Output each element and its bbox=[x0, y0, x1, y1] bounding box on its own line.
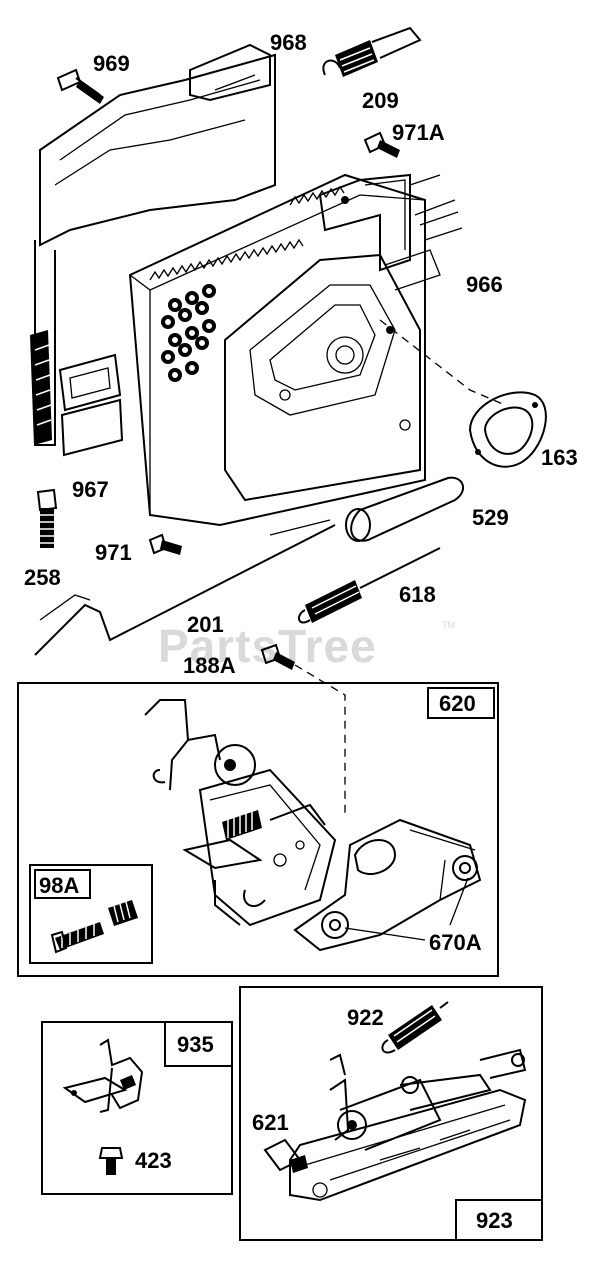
callout-967: 967 bbox=[72, 477, 109, 502]
spring-screw-98A-drawing bbox=[50, 900, 138, 954]
box-620-label: 620 bbox=[439, 691, 476, 716]
box-935-label: 935 bbox=[177, 1032, 214, 1057]
callout-971: 971 bbox=[95, 540, 132, 565]
pipe-529-drawing bbox=[345, 476, 465, 542]
callout-163: 163 bbox=[541, 445, 578, 470]
box-923-label: 923 bbox=[476, 1208, 513, 1233]
callout-529: 529 bbox=[472, 505, 509, 530]
box-620 bbox=[17, 682, 499, 977]
governor-control-620-drawing bbox=[144, 699, 482, 952]
callout-209: 209 bbox=[362, 88, 399, 113]
callout-969: 969 bbox=[93, 51, 130, 76]
callout-968: 968 bbox=[270, 30, 307, 55]
screw-969-drawing bbox=[56, 68, 104, 104]
lever-935-drawing bbox=[62, 1038, 144, 1113]
spring-618-drawing bbox=[298, 547, 441, 624]
callout-258: 258 bbox=[24, 565, 61, 590]
callout-922: 922 bbox=[347, 1005, 384, 1030]
blower-housing-drawing bbox=[30, 43, 463, 527]
callout-966: 966 bbox=[466, 272, 503, 297]
callout-971A: 971A bbox=[392, 120, 445, 145]
link-rod-201-drawing bbox=[34, 519, 336, 656]
screw-188A-drawing bbox=[260, 643, 346, 815]
callout-423: 423 bbox=[135, 1148, 172, 1173]
callout-201: 201 bbox=[187, 612, 224, 637]
box-620-tag bbox=[427, 687, 495, 719]
bolt-258-drawing bbox=[36, 488, 58, 548]
box-923-tag bbox=[455, 1199, 543, 1241]
screw-423-drawing bbox=[98, 1147, 124, 1175]
watermark-trademark: TM bbox=[442, 620, 455, 630]
gasket-163-drawing bbox=[468, 391, 547, 468]
box-98A bbox=[29, 864, 153, 964]
screw-971A-drawing bbox=[363, 131, 400, 158]
callout-188A: 188A bbox=[183, 653, 236, 678]
box-98A-label: 98A bbox=[39, 873, 79, 898]
box-935 bbox=[41, 1021, 233, 1195]
box-923 bbox=[239, 986, 543, 1241]
spring-922-drawing bbox=[381, 1001, 449, 1054]
box-935-tag bbox=[164, 1021, 233, 1067]
control-assembly-923-drawing bbox=[263, 1048, 527, 1202]
spring-209-drawing bbox=[322, 26, 422, 77]
screw-971-drawing bbox=[148, 533, 182, 555]
callout-621: 621 bbox=[252, 1110, 289, 1135]
callout-670A: 670A bbox=[429, 930, 482, 955]
box-98A-tag bbox=[34, 869, 91, 899]
callout-618: 618 bbox=[399, 582, 436, 607]
